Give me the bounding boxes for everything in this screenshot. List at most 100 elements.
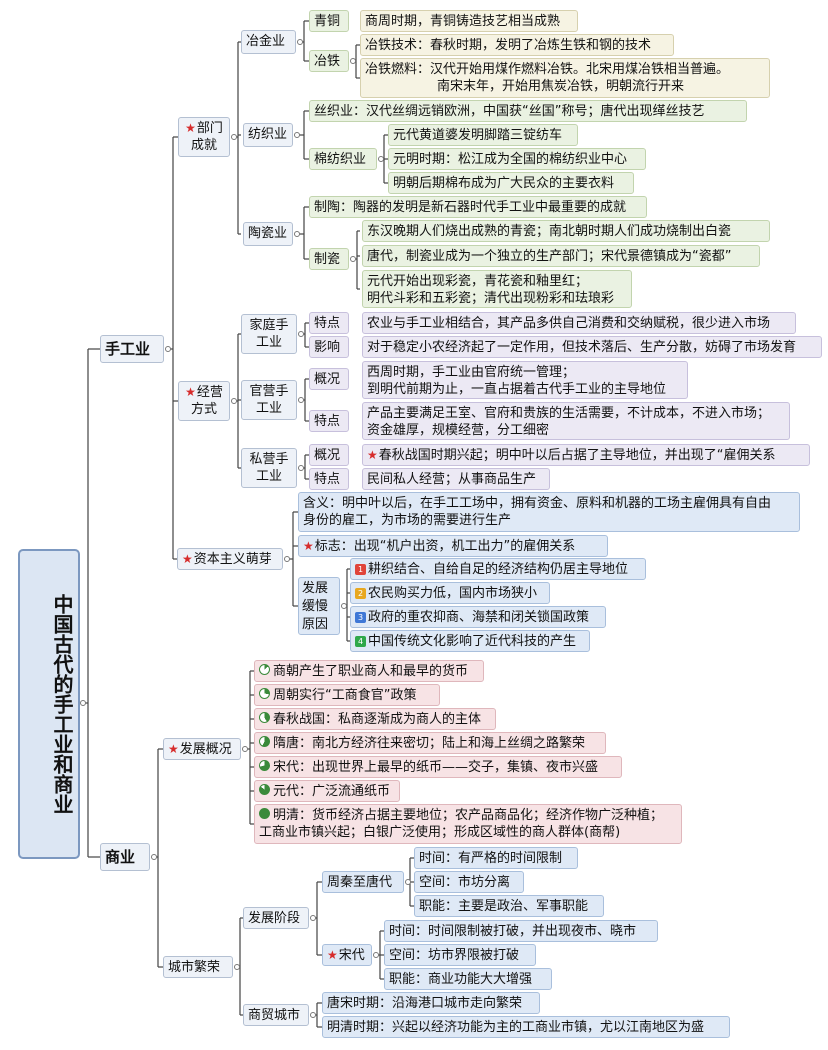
trade-tang-song: 唐宋时期：沿海港口城市走向繁荣 (322, 992, 540, 1014)
pie-progress-icon (259, 760, 270, 771)
collapse-dot-icon[interactable] (151, 854, 157, 860)
bronze-text: 商周时期，青铜铸造技艺相当成熟 (360, 10, 578, 32)
number-badge-icon: 2 (355, 588, 366, 599)
official-handicraft-node[interactable]: 官营手工业 (241, 380, 297, 420)
cotton-node[interactable]: 棉纺织业 (309, 148, 377, 170)
collapse-dot-icon[interactable] (298, 397, 304, 403)
pie-progress-icon (259, 712, 270, 723)
bronze-node[interactable]: 青铜 (309, 10, 349, 32)
family-impact-label[interactable]: 影响 (309, 336, 349, 358)
collapse-dot-icon[interactable] (294, 231, 300, 237)
collapse-dot-icon[interactable] (165, 346, 171, 352)
pottery-text: 制陶：陶器的发明是新石器时代手工业中最重要的成就 (309, 196, 647, 218)
trade-cities-node[interactable]: 商贸城市 (243, 1004, 309, 1026)
slow-development-node[interactable]: 发展缓慢原因 (298, 577, 340, 635)
collapse-dot-icon[interactable] (341, 603, 347, 609)
ceramics-node[interactable]: 陶瓷业 (243, 222, 293, 246)
private-trait-text: 民间私人经营；从事商品生产 (362, 468, 550, 490)
collapse-dot-icon[interactable] (231, 398, 237, 404)
commerce-node[interactable]: 商业 (100, 843, 150, 871)
private-handicraft-node[interactable]: 私营手工业 (241, 448, 297, 488)
dev-item-3: 春秋战国：私商逐渐成为商人的主体 (254, 708, 496, 730)
official-trait-line2: 资金雄厚，规模经营，分工细密 (367, 423, 550, 438)
stages-node[interactable]: 发展阶段 (243, 907, 309, 929)
pie-progress-icon (259, 688, 270, 699)
family-handicraft-node[interactable]: 家庭手工业 (241, 314, 297, 354)
dev-item-5: 宋代：出现世界上最早的纸币——交子，集镇、夜市兴盛 (254, 756, 622, 778)
collapse-dot-icon[interactable] (297, 39, 303, 45)
iron-fuel: 冶铁燃料：汉代开始用煤作燃料冶铁。北宋用煤冶铁相当普遍。南宋末年，开始用焦炭冶铁… (360, 58, 770, 98)
capitalism-sign: ★标志：出现“机户出资，机工出力”的雇佣关系 (298, 535, 608, 557)
capitalism-node[interactable]: ★资本主义萌芽 (177, 548, 283, 570)
collapse-dot-icon[interactable] (242, 746, 248, 752)
official-trait-label[interactable]: 特点 (309, 410, 349, 432)
official-overview-line1: 西周时期，手工业由官府统一管理； (367, 365, 576, 380)
textile-node[interactable]: 纺织业 (243, 123, 293, 147)
collapse-dot-icon[interactable] (231, 134, 237, 140)
zhou-tang-space: 空间：市坊分离 (414, 871, 524, 893)
collapse-dot-icon[interactable] (350, 58, 356, 64)
private-overview-label[interactable]: 概况 (309, 444, 349, 466)
dev-item-7: 明清：货币经济占据主要地位；农产品商品化；经济作物广泛种植； 工商业市镇兴起；白银… (254, 804, 682, 844)
porcelain-item-3-line1: 元代开始出现彩瓷，青花瓷和釉里红； (367, 274, 589, 289)
family-trait-text: 农业与手工业相结合，其产品多供自己消费和交纳赋税，很少进入市场 (362, 312, 796, 334)
cities-node[interactable]: 城市繁荣 (163, 956, 233, 978)
star-icon: ★ (182, 552, 193, 566)
dev-item-7-line2: 工商业市镇兴起；白银广泛使用；形成区域性的商人群体(商帮) (259, 825, 621, 840)
collapse-dot-icon[interactable] (378, 156, 384, 162)
star-icon: ★ (185, 121, 196, 135)
dev-item-7-line1: 明清：货币经济占据主要地位；农产品商品化；经济作物广泛种植； (273, 808, 664, 823)
family-impact-text: 对于稳定小农经济起了一定作用，但技术落后、生产分散，妨碍了市场发育 (362, 336, 822, 358)
star-icon: ★ (185, 385, 196, 399)
zhou-tang-function: 职能：主要是政治、军事职能 (414, 895, 604, 917)
porcelain-item-2: 唐代，制瓷业成为一个独立的生产部门；宋代景德镇成为“瓷都” (362, 245, 760, 267)
official-trait-text: 产品主要满足王室、官府和贵族的生活需要，不计成本，不进入市场；资金雄厚，规模经营… (362, 402, 790, 440)
number-badge-icon: 1 (355, 564, 366, 575)
collapse-dot-icon[interactable] (310, 1012, 316, 1018)
iron-tech: 冶铁技术：春秋时期，发明了冶炼生铁和钢的技术 (360, 34, 674, 56)
collapse-dot-icon[interactable] (284, 556, 290, 562)
pie-progress-icon (259, 784, 270, 795)
collapse-dot-icon[interactable] (298, 465, 304, 471)
root-title: 中国古代的手工业和商业 (18, 549, 80, 859)
metallurgy-node[interactable]: 冶金业 (241, 30, 296, 54)
handicraft-node[interactable]: 手工业 (100, 335, 164, 363)
collapse-dot-icon[interactable] (405, 879, 411, 885)
collapse-dot-icon[interactable] (373, 952, 379, 958)
collapse-dot-icon[interactable] (298, 331, 304, 337)
capitalism-meaning-line2: 身份的雇工，为市场的需要进行生产 (303, 513, 512, 528)
iron-node[interactable]: 冶铁 (309, 50, 349, 72)
official-overview-text: 西周时期，手工业由官府统一管理；到明代前期为止，一直占据着古代手工业的主导地位 (362, 361, 688, 399)
zhou-tang-node[interactable]: 周秦至唐代 (322, 871, 404, 893)
porcelain-item-3-line2: 明代斗彩和五彩瓷；清代出现粉彩和珐琅彩 (367, 291, 615, 306)
collapse-dot-icon[interactable] (80, 700, 86, 706)
song-node[interactable]: ★宋代 (322, 944, 372, 966)
cotton-item-2: 元明时期：松江成为全国的棉纺织业中心 (388, 148, 646, 170)
private-trait-label[interactable]: 特点 (309, 468, 349, 490)
zhou-tang-time: 时间：有严格的时间限制 (414, 847, 578, 869)
dev-item-1: 商朝产生了职业商人和最早的货币 (254, 660, 484, 682)
pie-progress-icon (259, 664, 270, 675)
number-badge-icon: 3 (355, 612, 366, 623)
modes-node[interactable]: ★经营方式 (178, 381, 230, 421)
dev-item-2: 周朝实行“工商食官”政策 (254, 684, 440, 706)
collapse-dot-icon[interactable] (234, 964, 240, 970)
dev-item-6: 元代：广泛流通纸币 (254, 780, 400, 802)
collapse-dot-icon[interactable] (294, 132, 300, 138)
collapse-dot-icon[interactable] (350, 256, 356, 262)
collapse-dot-icon[interactable] (310, 915, 316, 921)
official-overview-label[interactable]: 概况 (309, 368, 349, 390)
porcelain-node[interactable]: 制瓷 (309, 248, 349, 270)
song-time: 时间：时间限制被打破，并出现夜市、晓市 (384, 920, 658, 942)
achievements-node[interactable]: ★部门成就 (178, 117, 230, 157)
dev-item-4: 隋唐：南北方经济往来密切；陆上和海上丝绸之路繁荣 (254, 732, 606, 754)
song-space: 空间：坊市界限被打破 (384, 944, 536, 966)
iron-fuel-line1: 冶铁燃料：汉代开始用煤作燃料冶铁。北宋用煤冶铁相当普遍。 (365, 62, 730, 77)
development-node[interactable]: ★发展概况 (163, 738, 241, 760)
capitalism-meaning: 含义：明中叶以后，在手工工场中，拥有资金、原料和机器的工场主雇佣具有自由身份的雇… (298, 492, 800, 532)
family-trait-label[interactable]: 特点 (309, 312, 349, 334)
